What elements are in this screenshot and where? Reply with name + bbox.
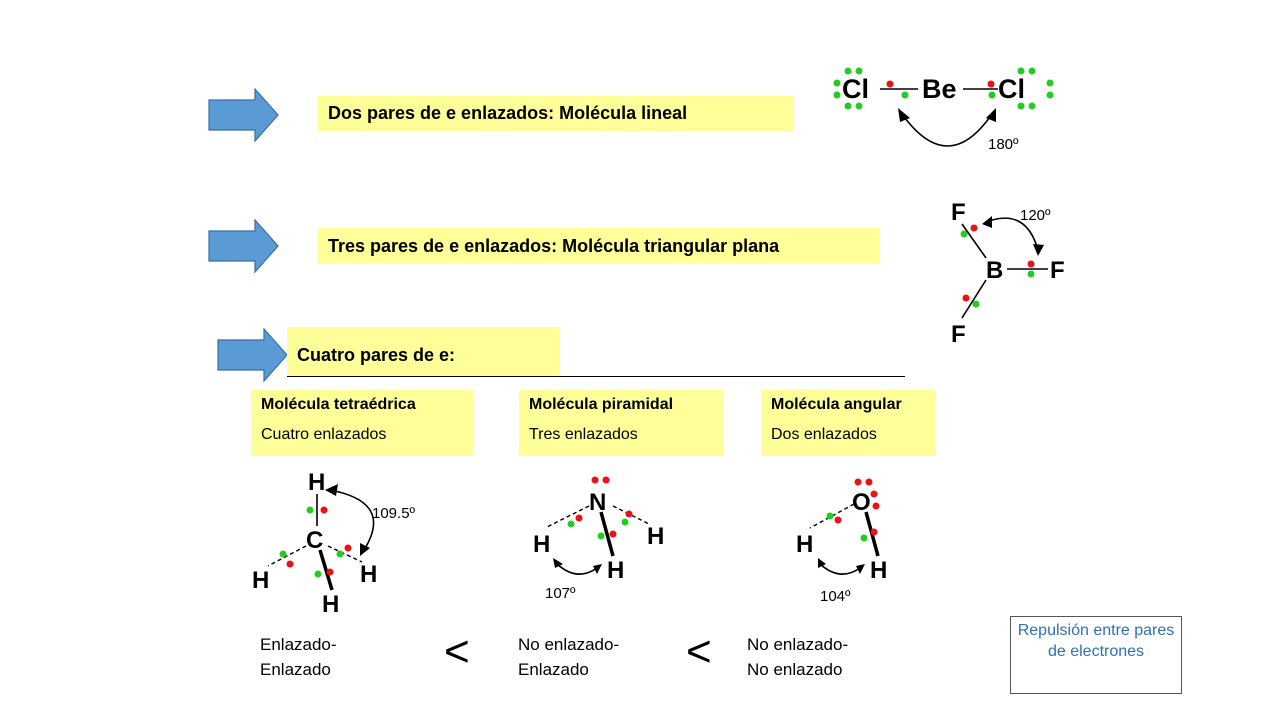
electron-pair-repulsion-note: Repulsión entre pares de electrones (1010, 616, 1182, 694)
comparison-lone-lone: No enlazado- No enlazado (747, 635, 849, 679)
row3-label: Cuatro pares de e: (287, 327, 559, 377)
svg-text:109.5º: 109.5º (372, 505, 416, 522)
svg-text:120º: 120º (1020, 207, 1051, 224)
shape-tetrahedral-title: Molécula tetraédrica (261, 396, 416, 413)
shape-pyramidal-label: Molécula piramidal Tres enlazados (519, 390, 724, 456)
comparison-bonded-bonded: Enlazado- Enlazado (260, 635, 337, 679)
shape-tetrahedral-subtitle: Cuatro enlazados (261, 426, 387, 443)
svg-text:107º: 107º (545, 585, 576, 602)
svg-text:104º: 104º (820, 588, 851, 605)
bf3-diagram: F B F F 120º (951, 199, 1065, 348)
ch4-diagram: H C H H H 109.5º (252, 469, 416, 618)
svg-text:F: F (1050, 257, 1065, 284)
svg-text:H: H (796, 531, 813, 558)
shape-pyramidal-subtitle: Tres enlazados (529, 426, 638, 443)
svg-text:F: F (951, 321, 966, 348)
svg-text:B: B (986, 257, 1003, 284)
row1-label: Dos pares de e enlazados: Molécula linea… (318, 96, 794, 131)
svg-text:H: H (533, 531, 550, 558)
row2-arrow-icon (208, 219, 279, 273)
row3-arrow-icon (217, 328, 288, 382)
svg-text:C: C (306, 527, 323, 554)
svg-text:Be: Be (922, 74, 957, 104)
row3-underline (287, 376, 905, 377)
shape-angular-title: Molécula angular (771, 396, 902, 413)
svg-text:F: F (951, 199, 966, 226)
svg-text:H: H (360, 561, 377, 588)
svg-text:H: H (647, 523, 664, 550)
svg-text:O: O (852, 489, 871, 516)
nh3-diagram: N H H H 107º (533, 476, 664, 602)
comparison-less-than-2: < (686, 627, 712, 676)
row1-arrow-icon (208, 88, 279, 142)
shape-angular-label: Molécula angular Dos enlazados (761, 390, 935, 456)
svg-text:H: H (308, 469, 325, 496)
shape-angular-subtitle: Dos enlazados (771, 426, 877, 443)
svg-text:Cl: Cl (998, 74, 1025, 104)
shape-pyramidal-title: Molécula piramidal (529, 396, 674, 413)
svg-text:H: H (252, 567, 269, 594)
svg-text:H: H (870, 557, 887, 584)
h2o-diagram: O H H 104º (796, 478, 887, 605)
svg-text:180º: 180º (988, 136, 1019, 153)
comparison-less-than-1: < (444, 627, 470, 676)
becl2-diagram: Cl Be Cl 180º (833, 67, 1054, 153)
svg-text:N: N (589, 489, 606, 516)
svg-text:H: H (322, 591, 339, 618)
svg-text:Cl: Cl (842, 74, 869, 104)
row2-label: Tres pares de e enlazados: Molécula tria… (318, 228, 880, 263)
svg-text:H: H (607, 557, 624, 584)
comparison-lone-bonded: No enlazado- Enlazado (518, 635, 620, 679)
shape-tetrahedral-label: Molécula tetraédrica Cuatro enlazados (251, 390, 473, 456)
